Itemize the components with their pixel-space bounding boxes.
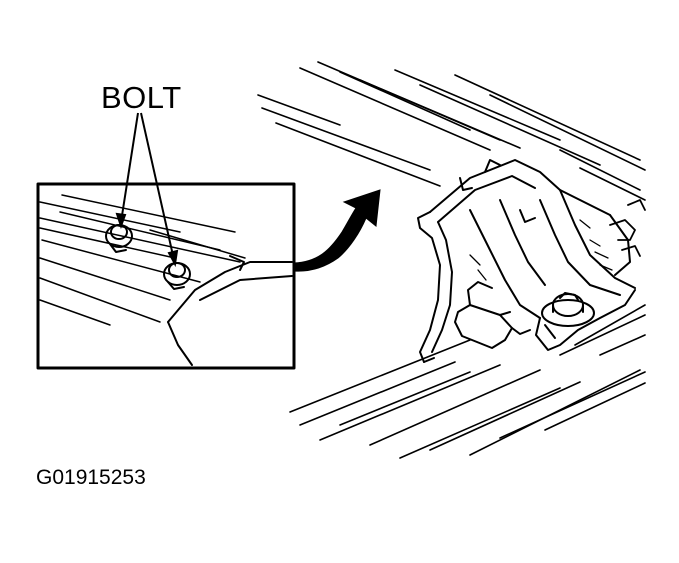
figure-id: G01915253: [36, 466, 146, 489]
bolt-label: BOLT: [101, 80, 182, 115]
detail-pointer-arrow: [293, 189, 381, 272]
detail-inset-frame: [36, 182, 296, 370]
inset-bolt-1: [105, 224, 133, 253]
seat-bracket: [417, 159, 636, 363]
inset-bolt-2: [163, 262, 191, 290]
main-bolt: [541, 292, 595, 327]
inset-rail-lines: [39, 194, 246, 326]
rear-clip: [609, 199, 646, 257]
inset-bracket: [167, 255, 293, 366]
bracket-shading: [469, 219, 613, 281]
floor-rail-lines: [257, 61, 646, 459]
bolt-callout-arrows: [115, 112, 179, 268]
